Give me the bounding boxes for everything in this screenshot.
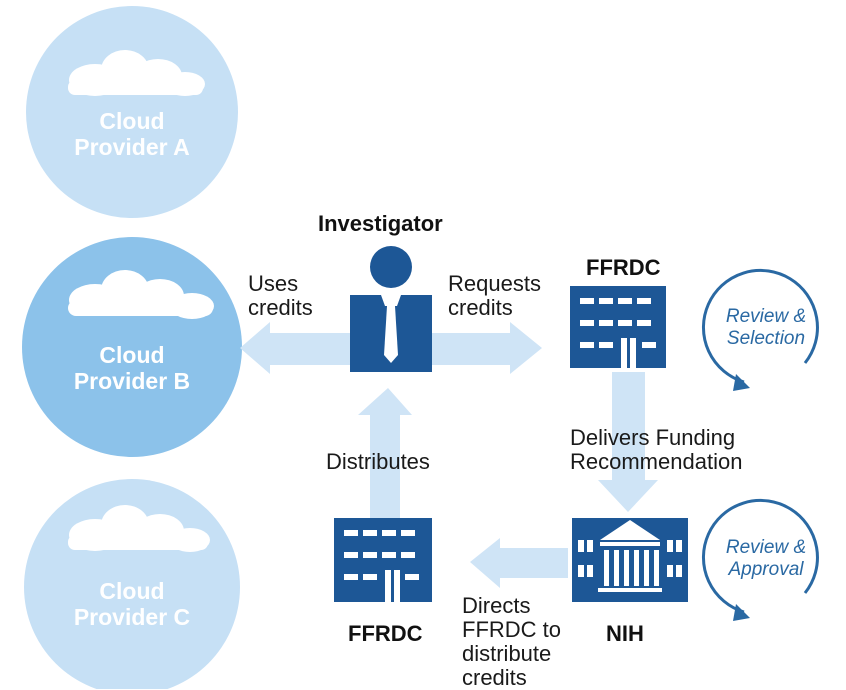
label-line: Selection (726, 328, 806, 349)
cloud-label-line: Provider B (73, 368, 191, 394)
label-line: Review & (725, 537, 807, 558)
cloud-provider-a (26, 6, 238, 218)
cloud-provider-c-label: Cloud Provider C (42, 578, 222, 630)
review-approval-label: Review & Approval (711, 537, 821, 581)
ffrdc-top-building-icon (570, 286, 666, 368)
cloud-label-line: Cloud (99, 108, 165, 134)
directs-label: Directs FFRDC to distribute credits (462, 594, 561, 690)
directs-arrow (470, 538, 568, 588)
cloud-icon (68, 50, 205, 96)
cloud-label-line: Cloud (99, 342, 165, 368)
ffrdc-bottom-building-icon (334, 518, 432, 602)
label-line: credits (448, 295, 513, 320)
cloud-provider-b (22, 237, 242, 457)
cloud-label-line: Cloud (99, 578, 165, 604)
label-line: Uses (248, 271, 299, 296)
requests-credits-arrow (430, 322, 542, 374)
label-line: Approval (728, 559, 804, 580)
review-selection-label: Review & Selection (711, 306, 821, 350)
label-line: credits (462, 665, 527, 690)
arrows (240, 322, 658, 588)
requests-credits-label: Requests credits (448, 272, 541, 320)
label-line: Recommendation (570, 449, 743, 474)
delivers-arrow (598, 372, 658, 512)
investigator-icon (350, 246, 432, 372)
cloud-provider-b-label: Cloud Provider B (42, 342, 222, 394)
delivers-recommendation-label: Delivers Funding Recommendation (570, 426, 742, 474)
investigator-title: Investigator (318, 211, 443, 236)
cloud-provider-c (24, 479, 240, 689)
cloud-icon (68, 505, 210, 552)
distributes-label: Distributes (326, 449, 430, 474)
label-line: FFRDC to (462, 617, 561, 642)
label-line: distribute (462, 641, 552, 666)
cloud-provider-a-label: Cloud Provider A (42, 108, 222, 160)
nih-building-icon (572, 518, 688, 602)
label-line: Review & (725, 306, 807, 327)
label-line: credits (248, 295, 313, 320)
label-line: Requests (448, 271, 541, 296)
review-selection-cycle-icon (701, 268, 819, 391)
cloud-label-line: Provider A (74, 134, 190, 160)
uses-credits-arrow (240, 322, 350, 374)
label-line: Directs (462, 593, 531, 618)
ffrdc-top-label: FFRDC (586, 255, 661, 280)
review-approval-cycle-icon (701, 498, 819, 621)
label-line: Delivers Funding (570, 425, 736, 450)
uses-credits-label: Uses credits (248, 272, 313, 320)
cloud-label-line: Provider C (73, 604, 191, 630)
nih-label: NIH (606, 621, 644, 646)
ffrdc-bottom-label: FFRDC (348, 621, 423, 646)
cloud-icon (68, 270, 214, 319)
distributes-arrow (358, 388, 412, 520)
